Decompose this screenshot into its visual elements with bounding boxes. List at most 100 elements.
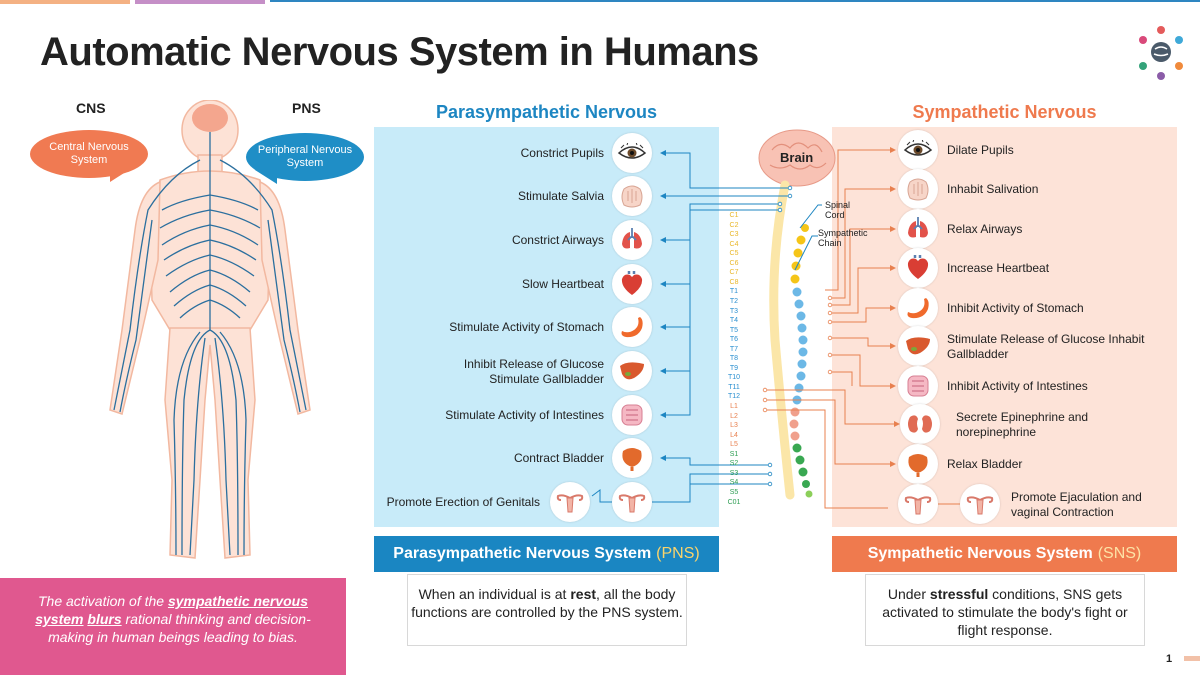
heart-icon — [612, 264, 652, 304]
genitals-icon — [898, 484, 938, 524]
vertebra-label: T4 — [729, 317, 739, 325]
eye-icon — [898, 130, 938, 170]
genitals-icon — [612, 482, 652, 522]
top-strip-2 — [135, 0, 265, 4]
vertebra-label: T10 — [727, 374, 741, 382]
spinal-cord-shape — [769, 180, 795, 500]
item-label: Relax Bladder — [947, 457, 1023, 471]
salivary-gland-icon — [612, 176, 652, 216]
note-emphasis: sympathetic nervous system — [35, 593, 309, 627]
genitals-icon — [960, 484, 1000, 524]
item-label: Inhibit Activity of Intestines — [947, 379, 1088, 393]
vertebra-label: T7 — [729, 345, 739, 353]
item-label: Dilate Pupils — [947, 143, 1014, 157]
salivary-gland-icon — [898, 169, 938, 209]
item-label: Secrete Epinephrine and norepinephrine — [956, 410, 1089, 439]
vertebra-label: T12 — [727, 393, 741, 401]
vertebra-label: T6 — [729, 336, 739, 344]
vertebra-label: T5 — [729, 326, 739, 334]
vertebra-label: C5 — [729, 250, 739, 258]
item-label: Constrict Airways — [511, 233, 604, 247]
item-label: Stimulate Release of Glucose Inhabit Gal… — [947, 332, 1145, 361]
page-number: 1 — [1166, 653, 1173, 665]
pns-title-bar: Parasympathetic Nervous System(PNS) — [374, 536, 719, 572]
spinal-cord-label: Spinal Cord — [825, 200, 851, 220]
vertebra-label: L5 — [730, 441, 738, 449]
pns-bar-title: Parasympathetic Nervous System — [393, 545, 652, 562]
intestines-icon — [898, 366, 938, 406]
genitals-icon — [550, 482, 590, 522]
sympathetic-heading: Sympathetic Nervous — [912, 102, 1097, 122]
sns-description: Under stressful conditions, SNS gets act… — [865, 574, 1145, 646]
vertebra-label: T1 — [729, 288, 739, 296]
vertebra-label: L1 — [730, 403, 738, 410]
vertebra-label: C2 — [729, 221, 739, 229]
vertebra-label: S4 — [729, 479, 739, 487]
stomach-icon — [612, 307, 652, 347]
item-label: Contract Bladder — [513, 451, 604, 465]
item-label: Promote Erection of Genitals — [386, 495, 540, 509]
kidney-icon — [900, 404, 940, 444]
vertebra-label: T9 — [729, 364, 739, 372]
note-emphasis-2: blurs — [87, 611, 122, 627]
pns-desc-bold: rest — [570, 586, 597, 602]
vertebra-label: C1 — [729, 212, 739, 219]
vertebra-label: C7 — [729, 269, 739, 277]
item-label: Increase Heartbeat — [947, 261, 1050, 275]
parasympathetic-heading: Parasympathetic Nervous — [435, 102, 658, 122]
sns-desc-bold: stressful — [929, 586, 989, 602]
human-body-illustration — [109, 100, 311, 559]
top-strip-3 — [270, 0, 1200, 2]
item-label: Stimulate Salvia — [517, 189, 604, 203]
vertebra-label: C6 — [729, 259, 739, 267]
item-label: Inhibit Activity of Stomach — [947, 301, 1084, 315]
item-label: Inhabit Salivation — [947, 182, 1039, 196]
sns-desc-pre: Under — [887, 586, 930, 602]
vertebra-label: S1 — [729, 450, 739, 458]
item-label: Promote Ejaculation and vaginal Contract… — [1011, 490, 1142, 519]
page-number-bar — [1184, 656, 1200, 661]
bladder-icon — [612, 438, 652, 478]
lungs-icon — [612, 220, 652, 260]
item-label: Stimulate Activity of Stomach — [449, 320, 604, 334]
bias-note: The activation of the sympathetic nervou… — [0, 578, 346, 675]
intestines-icon — [612, 395, 652, 435]
vertebra-label: S3 — [729, 469, 739, 477]
vertebra-label: L3 — [730, 422, 738, 430]
vertebra-label: C01 — [727, 498, 741, 506]
vertebra-label: T8 — [729, 355, 739, 363]
vertebra-label: T2 — [729, 297, 739, 305]
vertebra-label: C8 — [729, 278, 739, 286]
item-label: Constrict Pupils — [520, 146, 604, 160]
heart-icon — [898, 248, 938, 288]
vertebra-label: L4 — [730, 431, 738, 439]
item-label: Slow Heartbeat — [521, 277, 604, 291]
note-text-pre: The activation of the — [37, 593, 168, 609]
cns-bubble: Central Nervous System — [30, 130, 148, 178]
eye-icon — [612, 133, 652, 173]
pns-bar-abbr: (PNS) — [656, 545, 700, 562]
pns-bubble: Peripheral Nervous System — [246, 133, 364, 181]
cns-label: CNS — [76, 100, 106, 116]
bladder-icon — [898, 444, 938, 484]
top-strip-1 — [0, 0, 130, 4]
sns-bar-title: Sympathetic Nervous System — [867, 545, 1093, 562]
lungs-icon — [898, 209, 938, 249]
vertebra-label: L2 — [730, 412, 738, 420]
sns-bar-abbr: (SNS) — [1097, 545, 1142, 562]
note-text-post: rational thinking and decision-making in… — [48, 611, 311, 645]
logo-icon — [1139, 26, 1183, 80]
sns-desc-post: conditions, SNS gets activated to stimul… — [882, 586, 1128, 638]
pns-desc-post: , all the body functions are controlled … — [411, 586, 683, 620]
page-title: Automatic Nervous System in Humans — [40, 30, 759, 74]
vertebra-label: S2 — [729, 460, 739, 468]
pns-description: When an individual is at rest, all the b… — [407, 574, 687, 646]
pns-label: PNS — [292, 100, 321, 116]
vertebra-label: C3 — [729, 231, 739, 239]
liver-icon — [612, 351, 652, 391]
item-label: Stimulate Activity of Intestines — [445, 408, 604, 422]
item-label: Inhibit Release of Glucose Stimulate Gal… — [463, 357, 604, 386]
stomach-icon — [898, 288, 938, 328]
pns-desc-pre: When an individual is at — [418, 586, 571, 602]
sympathetic-chain — [789, 224, 813, 498]
